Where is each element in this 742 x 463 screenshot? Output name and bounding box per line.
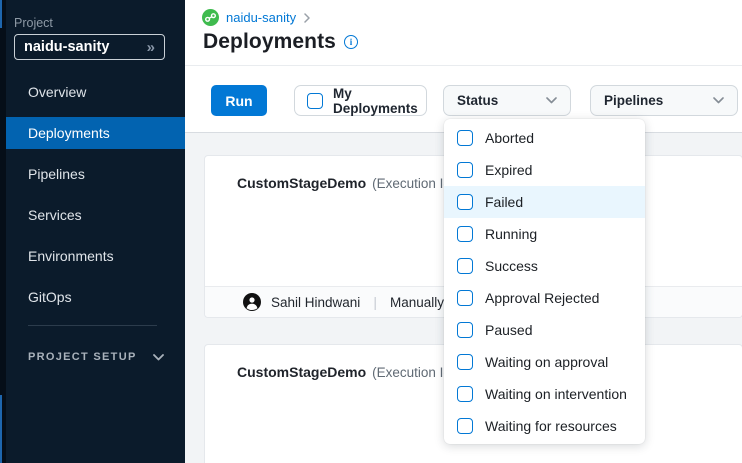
sidebar-nav-item-label: Services — [28, 207, 82, 223]
user-avatar-icon — [243, 293, 261, 311]
my-deployments-filter[interactable]: My Deployments — [294, 85, 427, 116]
project-input[interactable] — [24, 39, 147, 55]
status-option-label: Expired — [485, 162, 533, 178]
info-icon[interactable]: i — [343, 35, 358, 49]
status-option-label: Aborted — [485, 130, 535, 146]
status-filter-dropdown[interactable]: Status — [443, 85, 571, 116]
project-setup-label: PROJECT SETUP — [28, 351, 137, 363]
sidebar-nav-item[interactable]: Overview — [6, 76, 185, 108]
deployments-toolbar: Run My Deployments Status Pipelines — [185, 66, 742, 133]
status-option[interactable]: Waiting on approval — [444, 346, 645, 378]
sidebar-nav-item-label: Pipelines — [28, 166, 85, 182]
status-option[interactable]: Waiting on intervention — [444, 378, 645, 410]
sidebar-nav-item-label: GitOps — [28, 289, 72, 305]
status-option-checkbox[interactable] — [457, 354, 473, 370]
my-deployments-label: My Deployments — [333, 85, 418, 116]
status-option[interactable]: Expired — [444, 154, 645, 186]
status-option-checkbox[interactable] — [457, 258, 473, 274]
status-option[interactable]: Approval Rejected — [444, 282, 645, 314]
breadcrumb: naidu-sanity — [202, 9, 310, 26]
sidebar-nav-item[interactable]: Pipelines — [6, 158, 185, 190]
sidebar-nav-item-label: Environments — [28, 248, 114, 264]
status-option-checkbox[interactable] — [457, 418, 473, 434]
sidebar-nav: Overview Deployments Pipelines Services … — [6, 76, 185, 313]
sidebar-nav-item-label: Deployments — [28, 125, 110, 141]
sidebar-nav-item[interactable]: GitOps — [6, 281, 185, 313]
deployment-card-title-row: CustomStageDemo (Execution Id — [205, 345, 742, 380]
project-selector[interactable]: » — [14, 34, 165, 60]
chevron-down-icon — [713, 97, 724, 104]
status-option-label: Waiting for resources — [485, 418, 617, 434]
sidebar-nav-item[interactable]: Services — [6, 199, 185, 231]
status-option-label: Failed — [485, 194, 524, 210]
triggered-by-name: Sahil Hindwani — [271, 294, 361, 310]
pipelines-filter-dropdown[interactable]: Pipelines — [590, 85, 738, 116]
sidebar-nav-item-label: Overview — [28, 84, 87, 100]
status-option-checkbox[interactable] — [457, 130, 473, 146]
double-chevron-right-icon[interactable]: » — [146, 38, 155, 56]
status-option[interactable]: Success — [444, 250, 645, 282]
pipeline-name: CustomStageDemo — [237, 175, 367, 191]
status-option-checkbox[interactable] — [457, 322, 473, 338]
pipeline-name: CustomStageDemo — [237, 364, 367, 380]
sidebar-nav-item[interactable]: Environments — [6, 240, 185, 272]
status-option-label: Running — [485, 226, 538, 242]
pipelines-filter-label: Pipelines — [604, 93, 664, 108]
status-option[interactable]: Paused — [444, 314, 645, 346]
status-option-checkbox[interactable] — [457, 226, 473, 242]
chevron-down-icon — [152, 353, 164, 360]
sidebar-nav-item[interactable]: Deployments — [6, 117, 185, 149]
status-option[interactable]: Waiting for resources — [444, 410, 645, 442]
run-button[interactable]: Run — [211, 85, 267, 116]
deployment-card-title-row: CustomStageDemo (Execution Id — [205, 156, 742, 191]
project-sidebar: Project » Overview Deployments Pipelines — [0, 0, 185, 463]
status-option-checkbox[interactable] — [457, 162, 473, 178]
execution-id-text: (Execution Id — [372, 176, 451, 191]
status-option-checkbox[interactable] — [457, 194, 473, 210]
status-dropdown-panel: Aborted Expired Failed Running Success — [444, 119, 645, 444]
page-header: naidu-sanity Deployments i — [185, 0, 742, 66]
chevron-right-icon — [304, 12, 310, 23]
status-option[interactable]: Aborted — [444, 122, 645, 154]
trigger-type: Manually — [389, 294, 444, 310]
status-filter-label: Status — [457, 93, 499, 108]
status-option-label: Approval Rejected — [485, 290, 600, 306]
status-option-label: Waiting on intervention — [485, 386, 627, 402]
status-option-label: Paused — [485, 322, 533, 338]
module-rail — [0, 0, 6, 463]
status-option-checkbox[interactable] — [457, 290, 473, 306]
status-option-label: Success — [485, 258, 538, 274]
status-option-label: Waiting on approval — [485, 354, 609, 370]
status-option[interactable]: Failed — [444, 186, 645, 218]
cd-module-icon — [202, 9, 219, 26]
status-option[interactable]: Running — [444, 218, 645, 250]
project-label: Project — [14, 16, 53, 30]
rail-scroll-accent-bottom — [0, 395, 2, 463]
execution-id-text: (Execution Id — [372, 365, 451, 380]
status-option-checkbox[interactable] — [457, 386, 473, 402]
page-title-row: Deployments i — [203, 30, 358, 54]
page-title: Deployments — [203, 30, 336, 53]
my-deployments-checkbox[interactable] — [307, 92, 323, 109]
chevron-down-icon — [546, 97, 557, 104]
footer-separator: | — [373, 294, 377, 310]
sidebar-divider — [28, 325, 157, 326]
project-setup-toggle[interactable]: PROJECT SETUP — [28, 347, 164, 367]
rail-scroll-accent-top — [0, 0, 2, 28]
breadcrumb-project-link[interactable]: naidu-sanity — [226, 10, 297, 25]
